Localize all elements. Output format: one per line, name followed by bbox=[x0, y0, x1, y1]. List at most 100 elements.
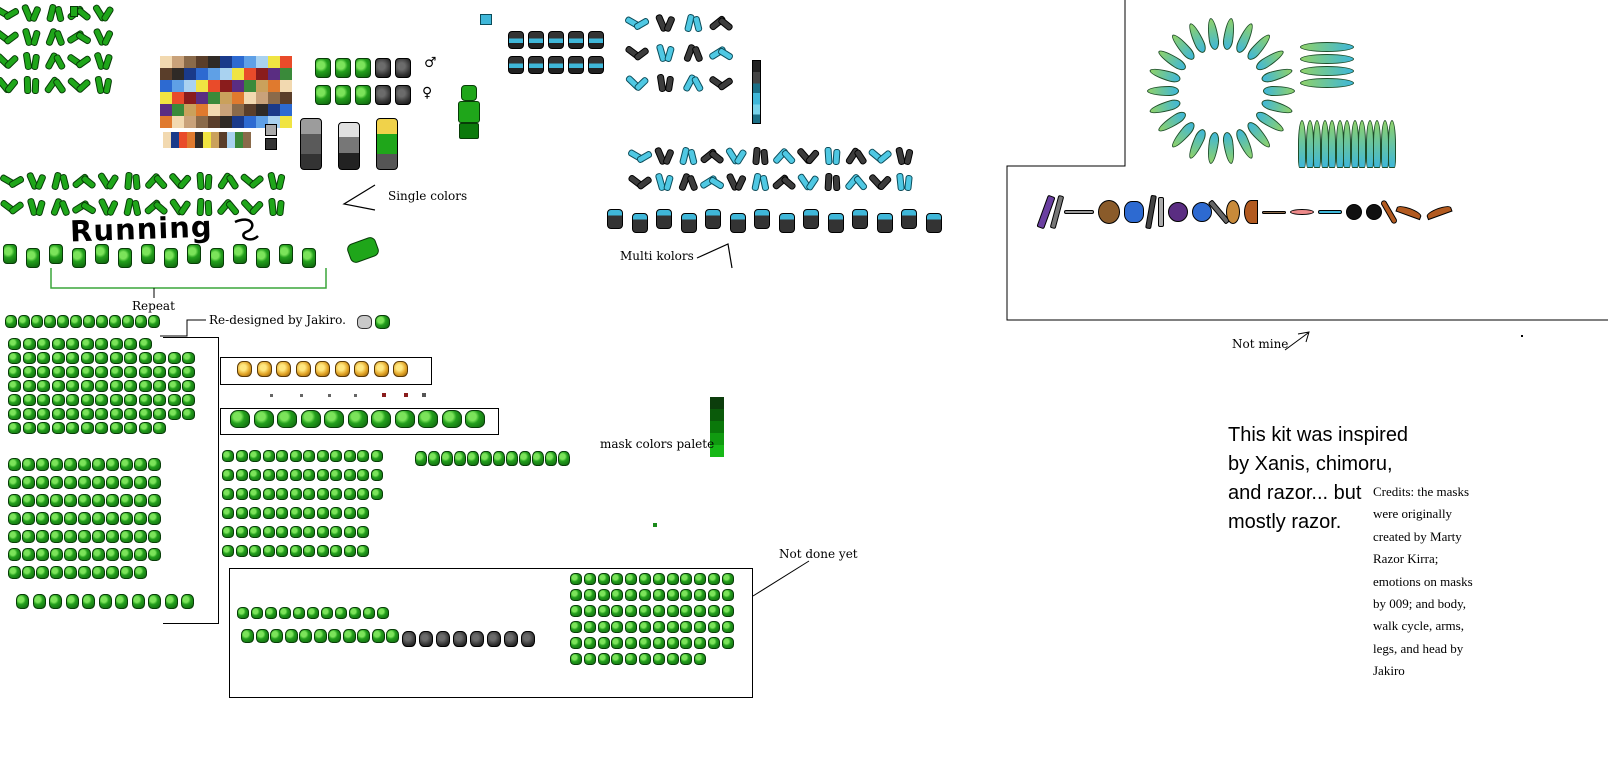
hood-mask-sprite bbox=[277, 410, 297, 428]
mask-sprite bbox=[222, 450, 234, 462]
dark-mask-sprite bbox=[436, 631, 450, 647]
multi-run-sprite bbox=[656, 209, 672, 229]
palette-cell bbox=[203, 132, 211, 148]
gold-mask-sprite bbox=[256, 361, 272, 377]
palette-cell bbox=[208, 116, 220, 128]
mask-sprite bbox=[262, 526, 275, 538]
mask-sprite bbox=[570, 621, 582, 633]
gold-mask-sprite bbox=[393, 361, 408, 377]
run-sprite bbox=[3, 244, 17, 264]
mask-sprite bbox=[44, 315, 56, 328]
palette-cell bbox=[268, 68, 280, 80]
mask-sprite bbox=[343, 450, 356, 462]
gold-mask-sprite bbox=[354, 361, 369, 377]
leaf-blade-sprite bbox=[1205, 131, 1220, 165]
green-swatch bbox=[70, 6, 78, 17]
body-sprite bbox=[395, 85, 411, 105]
mask-sprite bbox=[51, 352, 65, 364]
arrow-up-right-icon bbox=[1284, 331, 1310, 351]
mask-sprite bbox=[51, 366, 65, 378]
weapon-sprite bbox=[1379, 199, 1399, 225]
palette-cell bbox=[184, 68, 196, 80]
multi-body-sprite bbox=[588, 31, 604, 49]
run-sprite bbox=[256, 248, 270, 268]
mask-sprite bbox=[51, 380, 65, 392]
mask-palette-label: mask colors palete bbox=[600, 437, 715, 451]
mask-sprite bbox=[307, 607, 319, 619]
weapon-sprite bbox=[1098, 200, 1120, 224]
palette-cell bbox=[280, 116, 292, 128]
palette-cell bbox=[208, 104, 220, 116]
palette-cell bbox=[244, 68, 256, 80]
mask-sprite bbox=[583, 605, 596, 617]
mask-sprite bbox=[611, 573, 624, 585]
mask-sprite bbox=[153, 366, 166, 378]
mask-sprite bbox=[708, 573, 720, 585]
mask-sprite bbox=[36, 548, 49, 561]
mask-sprite bbox=[321, 607, 333, 619]
mask-sprite bbox=[109, 380, 123, 392]
helmet-sprite bbox=[164, 594, 178, 609]
palette-cell bbox=[211, 132, 219, 148]
mask-sprite bbox=[625, 637, 638, 649]
mask-sprite bbox=[303, 507, 315, 519]
weapon-sprite bbox=[1226, 200, 1240, 224]
flat-mask-sprite bbox=[493, 451, 505, 466]
mask-sprite bbox=[235, 488, 248, 500]
mask-sprite bbox=[597, 637, 610, 649]
redesigned-connector bbox=[160, 319, 206, 337]
palette-cell bbox=[160, 116, 172, 128]
palette-cell bbox=[184, 92, 196, 104]
body-sprite bbox=[375, 85, 391, 105]
multi-run-sprite bbox=[803, 209, 819, 229]
mask-sprite bbox=[134, 458, 147, 471]
mask-sprite bbox=[299, 629, 312, 643]
body-sprite bbox=[335, 85, 351, 105]
mask-sprite bbox=[284, 629, 298, 643]
mask-sprite bbox=[182, 408, 195, 420]
hood-mask-box bbox=[220, 408, 499, 435]
mask-sprite bbox=[343, 545, 356, 557]
mask-sprite bbox=[78, 566, 91, 579]
mask-sprite bbox=[330, 450, 342, 462]
mask-sprite bbox=[666, 637, 679, 649]
repeat-bracket bbox=[50, 268, 327, 298]
leaf-blade-sprite bbox=[1313, 120, 1321, 168]
mask-sprite bbox=[134, 476, 147, 489]
mask-sprite bbox=[22, 366, 36, 378]
mask-sprite bbox=[22, 352, 36, 364]
palette-cell bbox=[208, 80, 220, 92]
weapon-sprite bbox=[1366, 204, 1382, 220]
mask-sprite bbox=[583, 621, 596, 633]
multi-run-sprite bbox=[827, 213, 844, 233]
mask-sprite bbox=[138, 352, 152, 364]
mask-sprite bbox=[167, 380, 181, 392]
flat-mask-sprite bbox=[467, 451, 479, 466]
helmet-sprite bbox=[115, 594, 128, 609]
mask-sprite bbox=[22, 566, 35, 579]
leaf-blade-sprite bbox=[1263, 86, 1295, 96]
mask-sprite bbox=[335, 607, 347, 619]
mask-sprite bbox=[8, 422, 21, 434]
mask-sprite bbox=[386, 629, 399, 643]
mask-sprite bbox=[8, 494, 21, 507]
not-done-yet-label: Not done yet bbox=[779, 547, 858, 561]
mask-sprite bbox=[625, 573, 638, 585]
single-tone-swatches bbox=[265, 124, 277, 150]
mask-sprite bbox=[652, 605, 665, 617]
mask-sprite bbox=[235, 469, 248, 481]
body-sprite bbox=[335, 58, 351, 78]
palette-cell bbox=[208, 56, 220, 68]
mask-sprite bbox=[611, 589, 624, 601]
mask-sprite bbox=[357, 526, 369, 538]
mask-sprite bbox=[370, 450, 383, 462]
multi-run-sprite bbox=[754, 209, 770, 229]
palette-cell bbox=[280, 92, 292, 104]
mask-sprite bbox=[153, 408, 166, 420]
mask-sprite bbox=[106, 530, 119, 543]
mask-sprite bbox=[316, 488, 329, 500]
dark-mask-sprite bbox=[470, 631, 484, 647]
palette-cell bbox=[196, 56, 208, 68]
helmet-sprite bbox=[148, 594, 161, 609]
mask-sprite bbox=[95, 380, 108, 392]
